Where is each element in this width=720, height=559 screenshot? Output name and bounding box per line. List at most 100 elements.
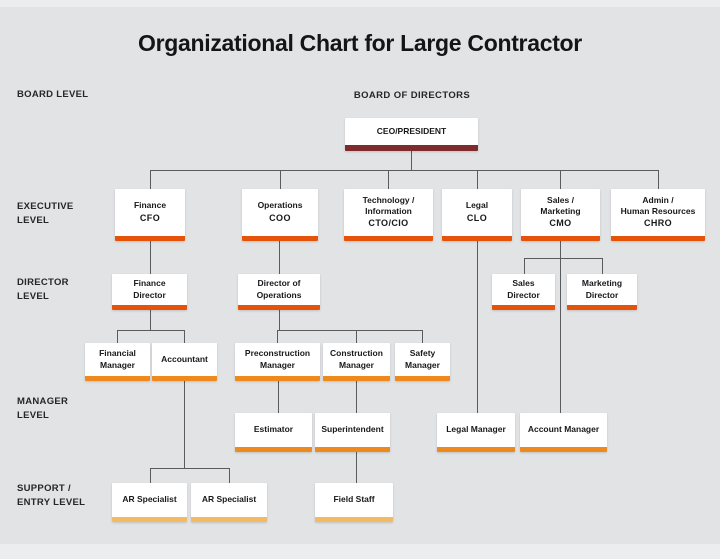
node-label-line: Sales / (547, 194, 574, 205)
top-edge-strip (0, 0, 720, 7)
node-label-line: AR Specialist (201, 494, 257, 505)
node-label-line: Superintendent (321, 424, 384, 435)
node-ar-specialist-1: AR Specialist (112, 483, 187, 522)
connector-line (356, 330, 357, 343)
node-superintendent: Superintendent (315, 413, 390, 452)
connector-line (524, 258, 602, 259)
level-label-manager: MANAGER LEVEL (17, 396, 69, 421)
node-estimator: Estimator (235, 413, 312, 452)
node-label-line: Legal Manager (446, 424, 506, 435)
node-field-staff: Field Staff (315, 483, 393, 522)
node-label-line: Director (133, 289, 166, 300)
node-ar-specialist-2: AR Specialist (191, 483, 267, 522)
node-acronym: COO (269, 212, 291, 223)
connector-line (477, 241, 478, 413)
connector-line (388, 170, 389, 189)
node-label-line: Field Staff (333, 494, 375, 505)
node-label-line: Human Resources (620, 206, 696, 217)
node-label-line: Manager (100, 359, 135, 370)
node-label-line: Operations (256, 289, 302, 300)
connector-line (150, 241, 151, 274)
level-label-support-entry: SUPPORT / ENTRY LEVEL (17, 483, 86, 508)
node-label-line: Information (365, 206, 412, 217)
level-label-director: DIRECTOR LEVEL (17, 277, 69, 302)
node-label-line: Manager (260, 359, 295, 370)
node-account-manager: Account Manager (520, 413, 607, 452)
node-label-line: AR Specialist (122, 494, 177, 505)
node-label-line: Sales (512, 278, 535, 289)
connector-line (356, 381, 357, 413)
node-label-line: Marketing (540, 206, 581, 217)
node-label-line: Financial (99, 348, 136, 359)
node-label-line: Technology / (362, 194, 415, 205)
node-label-line: Account Manager (527, 424, 600, 435)
node-acronym: CMO (549, 218, 572, 229)
node-label-line: Director of (257, 278, 301, 289)
level-label-executive: EXECUTIVE LEVEL (17, 201, 74, 226)
node-legal-manager: Legal Manager (437, 413, 515, 452)
connector-line (229, 468, 230, 483)
connector-line (279, 241, 280, 274)
connector-line (356, 452, 357, 483)
node-acronym: CLO (466, 212, 488, 223)
connector-line (184, 381, 185, 468)
connector-line (150, 468, 151, 483)
connector-line (422, 330, 423, 343)
bottom-edge-strip (0, 544, 720, 559)
node-label-line: Accountant (161, 353, 208, 364)
node-label-line: Director (585, 289, 619, 300)
node-acronym: CTO/CIO (368, 218, 409, 229)
connector-line (150, 310, 151, 330)
connector-line (117, 330, 118, 343)
node-label-line: Admin / (642, 194, 674, 205)
connector-line (477, 170, 478, 189)
node-label-line: Legal (465, 200, 489, 211)
node-label-line: Finance (133, 278, 166, 289)
connector-line (277, 330, 278, 343)
connector-line (117, 330, 184, 331)
connector-line (560, 170, 561, 189)
connector-line (279, 310, 280, 330)
node-label-line: Director (507, 289, 540, 300)
connector-line (150, 170, 151, 189)
connector-line (150, 170, 658, 171)
connector-line (278, 381, 279, 413)
chart-title: Organizational Chart for Large Contracto… (138, 30, 582, 56)
connector-line (411, 151, 412, 170)
connector-line (184, 330, 185, 343)
connector-line (658, 170, 659, 189)
node-acronym: CFO (139, 212, 161, 223)
node-label-line: Estimator (253, 424, 294, 435)
node-label-line: Safety (409, 348, 436, 359)
node-label-line: Manager (339, 359, 374, 370)
node-label-line: Operations (257, 200, 303, 211)
node-label-line: Manager (405, 359, 440, 370)
node-label-line: Construction (330, 348, 383, 359)
node-acronym: CHRO (643, 218, 673, 229)
node-label-line: Preconstruction (244, 348, 311, 359)
connector-line (524, 258, 525, 274)
node-label-line: Finance (133, 200, 167, 211)
board-of-directors-label: BOARD OF DIRECTORS (353, 90, 471, 101)
node-ceo-president: CEO/PRESIDENT (345, 118, 478, 151)
connector-line (277, 330, 422, 331)
connector-line (560, 241, 561, 413)
connector-line (280, 170, 281, 189)
connector-line (602, 258, 603, 274)
node-label-line: CEO/PRESIDENT (376, 125, 447, 136)
